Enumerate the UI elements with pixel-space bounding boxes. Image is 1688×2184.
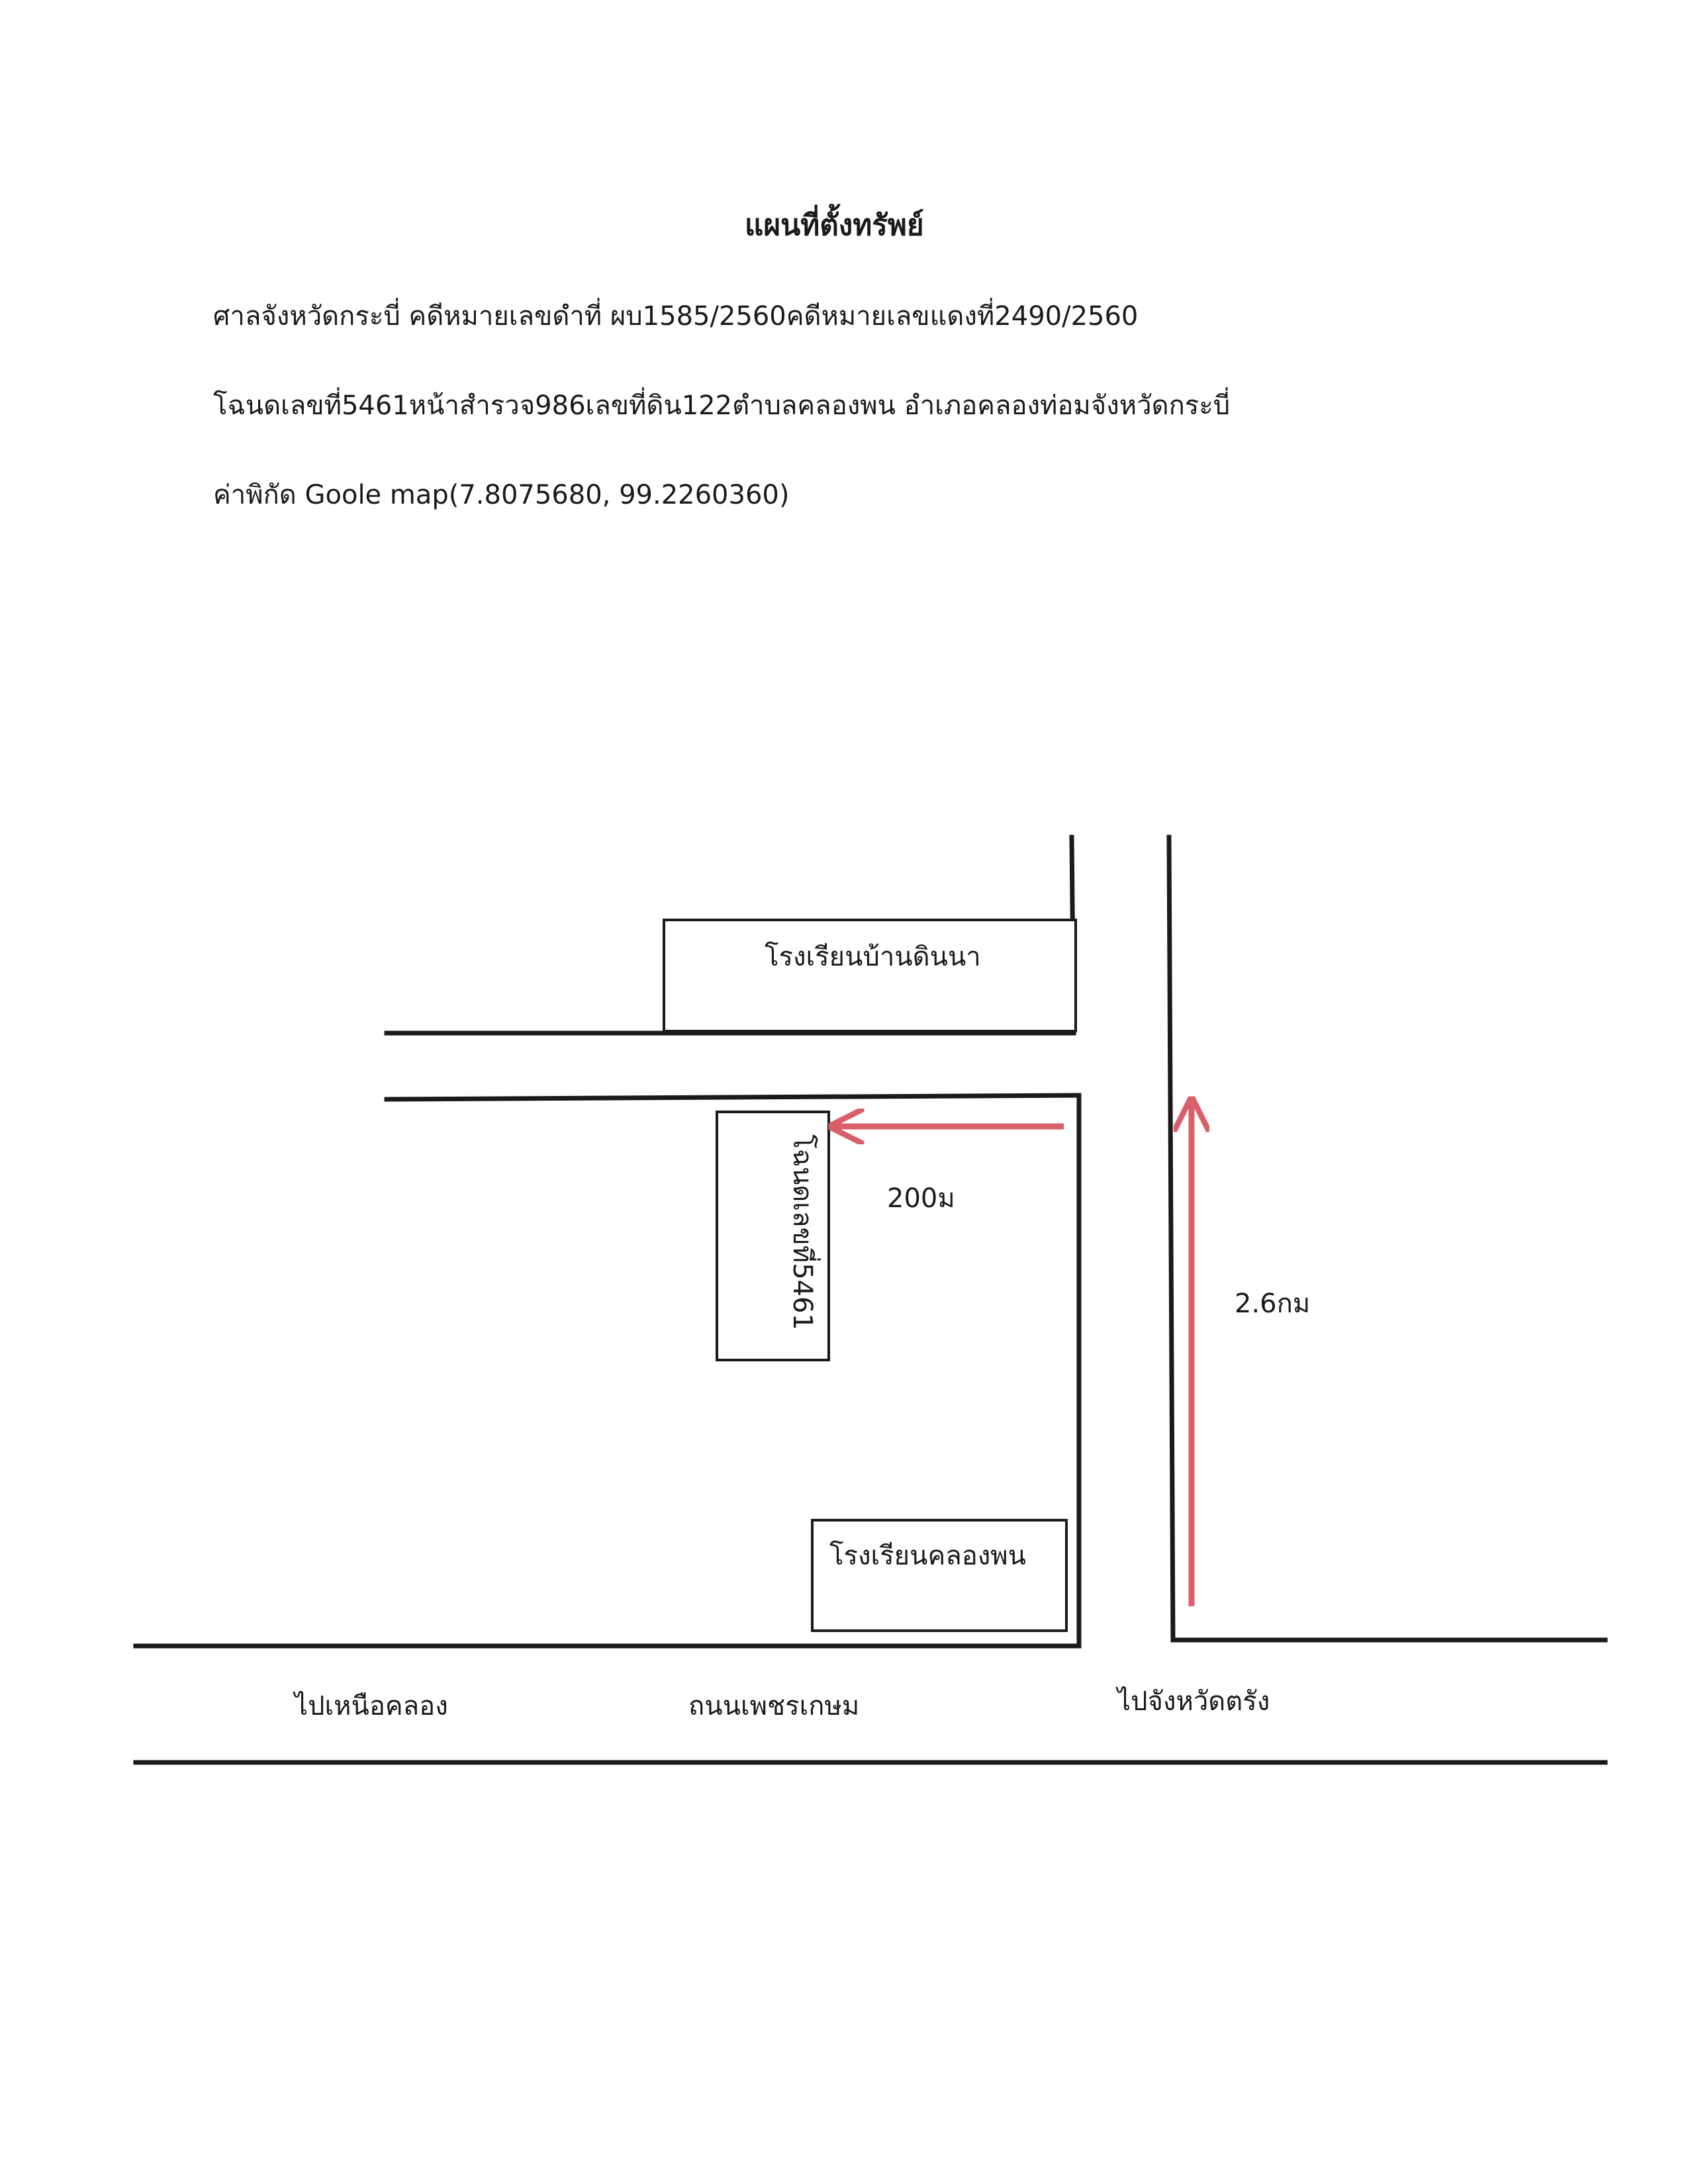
distance-2-6km-label: 2.6กม [1235,1289,1311,1319]
school-north-label: โรงเรียนบ้านดินนา [765,942,981,972]
direction-west-label: ไปเหนือคลอง [295,1691,448,1721]
school-north-box [663,919,1077,1032]
side-road-east-edge [1166,835,1176,1643]
school-south-label: โรงเรียนคลองพน [829,1541,1026,1571]
document-title: แผนที่ตั้งทรัพย์ [745,208,924,242]
main-road-label: ถนนเพชรเกษม [688,1691,860,1721]
school-south-box [811,1519,1068,1632]
court-case-line: ศาลจังหวัดกระบี่ คดีหมายเลขดำที่ ผบ1585/… [213,301,1139,332]
distance-200m-label: 200ม [887,1183,955,1214]
deed-parcel-label: โฉนดเลขที่5461 [787,1134,818,1330]
direction-east-label: ไปจังหวัดตรัง [1117,1686,1270,1717]
coordinates-line: ค่าพิกัด Goole map(7.8075680, 99.2260360… [213,480,790,510]
soi-south-edge [384,1093,1082,1102]
deed-parcel-box [716,1111,830,1361]
deed-details-line: โฉนดเลขที่5461หน้าสำรวจ986เลขที่ดิน122ตำ… [213,390,1231,421]
